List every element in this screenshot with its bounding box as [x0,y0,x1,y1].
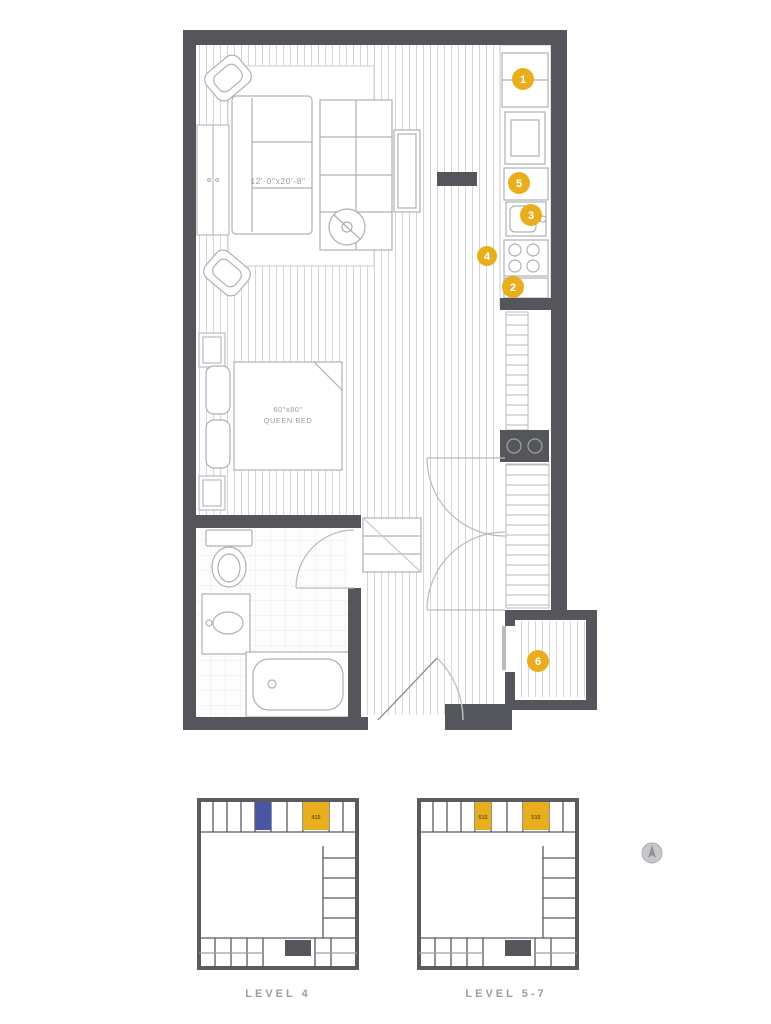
building-core [285,940,311,956]
vanity-sink [201,593,251,655]
key-plan-level-4: 415 [197,798,359,970]
svg-text:415: 415 [311,815,320,821]
this-unit-highlight-b: 515 [523,802,549,830]
linen-closet [362,517,422,573]
tall-cabinet [504,111,546,165]
marker-sink: 3 [520,204,542,226]
walls [183,30,597,730]
toilet [205,529,253,588]
marker-dishwasher: 5 [508,172,530,194]
balcony-door [502,626,506,670]
svg-text:515: 515 [478,815,487,821]
sofa [231,95,313,235]
closet-door-swings [426,457,506,611]
counter-end-block [437,172,477,186]
marker-balcony: 6 [527,650,549,672]
level-4-label: LEVEL 4 [245,988,310,1000]
north-compass-icon [641,842,663,864]
closet-shelving [505,463,550,609]
svg-text:515: 515 [531,815,540,821]
armchair-bottom [203,249,251,297]
nightstand-upper [198,332,226,368]
svg-text:5: 5 [516,178,522,190]
bathtub [245,651,351,718]
wardrobe [196,124,230,236]
pantry-shelving [505,311,529,431]
svg-text:1: 1 [520,74,526,86]
level-5-7-label: LEVEL 5-7 [465,988,546,1000]
refrigerator [501,52,549,108]
marker-fridge: 1 [512,68,534,90]
bathroom-door [295,529,355,589]
bed-size-label: 60"x80" [273,405,302,414]
marker-range: 4 [477,246,497,266]
marker-oven: 2 [502,276,524,298]
tv-console [393,129,421,213]
cooktop [503,239,549,299]
entry-door [377,657,464,721]
washer-dryer [500,430,549,462]
living-dimension-label: 12'-0"x20'-8" [250,176,305,186]
this-unit-highlight: 415 [303,802,329,830]
nightstand-lower [198,475,226,511]
feature-markers: 1 5 3 4 2 6 [477,68,549,672]
svg-text:6: 6 [535,656,541,668]
queen-bed [205,361,343,471]
main-floor-plan: 12'-0"x20'-8" 60"x80" QUEEN BED [183,30,597,730]
bed-type-label: QUEEN BED [264,416,313,425]
building-core [505,940,531,956]
key-plan-level-5-7: 515 515 [417,798,579,970]
svg-text:2: 2 [510,282,516,294]
other-highlight-unit [255,802,271,830]
svg-text:4: 4 [484,251,491,263]
side-table [328,208,366,246]
svg-text:3: 3 [528,210,534,222]
armchair-top [204,54,252,102]
this-unit-highlight-a: 515 [475,802,491,830]
